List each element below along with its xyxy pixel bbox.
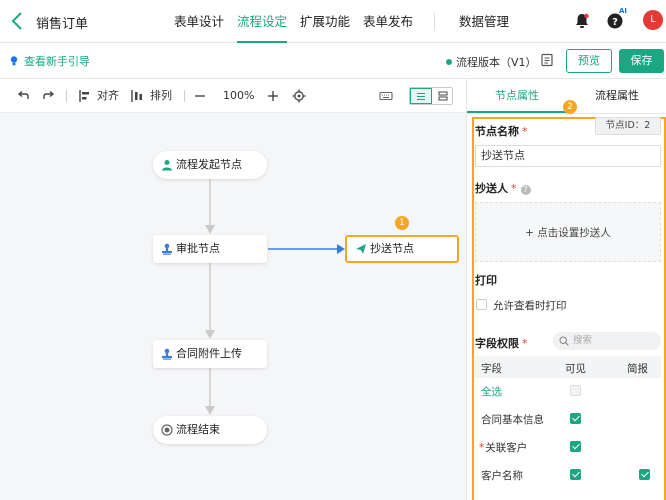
allow-print-label: 允许查看时打印 [493, 300, 567, 312]
list-view-option[interactable] [410, 88, 432, 104]
svg-text:?: ? [612, 17, 618, 28]
node-label: 流程发起节点 [176, 158, 242, 171]
guide-link[interactable]: 查看新手引导 [10, 53, 90, 69]
bell-icon[interactable] [573, 12, 591, 30]
node-id-tag: 节点ID：2 [595, 117, 661, 135]
brief-checkbox[interactable] [639, 469, 650, 480]
app-title: 销售订单 [36, 17, 89, 32]
guide-label: 查看新手引导 [24, 55, 90, 68]
help-icon[interactable]: ? [520, 185, 531, 195]
help-ai-icon[interactable]: ? [606, 12, 624, 30]
back-arrow-icon[interactable] [8, 10, 28, 32]
visible-checkbox[interactable] [570, 441, 581, 452]
grid-view-icon[interactable] [438, 91, 448, 101]
flow-canvas[interactable]: 流程发起节点 审批节点 抄送节点 1 合同附件上传 流程结束 [0, 113, 466, 500]
field-search-input[interactable]: 搜索 [553, 332, 661, 350]
toolbar-separator [184, 90, 185, 102]
flow-connectors [205, 179, 345, 415]
version-label: 流程版本（V1） [456, 56, 537, 69]
visible-checkbox[interactable] [570, 413, 581, 424]
column-header-visible: 可见 [565, 363, 586, 375]
align-icon[interactable] [78, 89, 92, 103]
list-view-icon [417, 93, 425, 100]
canvas-toolbar: 对齐 排列 100% [0, 79, 466, 113]
avatar[interactable]: L [643, 10, 663, 30]
column-header-field: 字段 [481, 363, 502, 375]
node-name-input[interactable]: 抄送节点 [475, 145, 661, 167]
stamp-icon [162, 243, 172, 255]
redo-icon[interactable] [42, 89, 56, 103]
document-icon[interactable] [540, 53, 554, 67]
sub-bar: 查看新手引导 流程版本（V1） 预览 保存 [0, 43, 666, 79]
top-bar: 销售订单 表单设计 流程设定 扩展功能 表单发布 数据管理 ? AI L [0, 0, 666, 43]
send-icon [356, 244, 366, 254]
flow-node-cc[interactable]: 抄送节点 [345, 235, 459, 263]
field-permissions-label: 字段权限* [475, 337, 528, 350]
nav-divider [434, 13, 435, 31]
zoom-out-icon[interactable] [193, 89, 207, 103]
search-placeholder: 搜索 [573, 335, 593, 346]
nav-process-settings[interactable]: 流程设定 [237, 0, 288, 43]
tab-process-properties[interactable]: 流程属性 [595, 89, 639, 102]
end-icon [161, 424, 173, 436]
node-label: 合同附件上传 [176, 347, 242, 360]
keyboard-icon[interactable] [379, 89, 393, 103]
nav-form-design[interactable]: 表单设计 [174, 14, 225, 29]
node-label: 抄送节点 [370, 242, 414, 255]
search-icon [559, 336, 569, 346]
save-button[interactable]: 保存 [619, 49, 664, 73]
locate-icon[interactable] [292, 89, 306, 103]
nav-extensions[interactable]: 扩展功能 [300, 14, 351, 29]
print-label: 打印 [475, 274, 497, 287]
arrange-icon[interactable] [130, 89, 144, 103]
visible-checkbox[interactable] [570, 469, 581, 480]
nav-data-management[interactable]: 数据管理 [459, 14, 510, 29]
zoom-level: 100% [223, 89, 255, 102]
allow-print-checkbox[interactable] [476, 299, 487, 310]
set-cc-recipient-button[interactable]: + 点击设置抄送人 [475, 202, 661, 262]
view-mode-toggle[interactable] [409, 87, 453, 105]
table-row: 合同基本信息 [481, 414, 544, 426]
cc-recipient-label: 抄送人*? [475, 180, 531, 196]
arrange-label[interactable]: 排列 [150, 89, 172, 102]
zoom-in-icon[interactable] [266, 89, 280, 103]
step-badge-2: 2 [563, 100, 577, 114]
properties-panel: 节点属性 流程属性 2 节点名称* 节点ID：2 抄送节点 抄送人*? + 点击… [466, 79, 666, 500]
node-name-label: 节点名称* [475, 125, 528, 138]
tab-node-properties[interactable]: 节点属性 [467, 79, 567, 113]
select-all-visible-checkbox[interactable] [570, 385, 581, 396]
flow-node-approval[interactable]: 审批节点 [153, 235, 267, 263]
stamp-icon [162, 348, 172, 360]
step-badge-1: 1 [395, 216, 409, 230]
table-row: *关联客户 [479, 442, 528, 454]
preview-button[interactable]: 预览 [566, 49, 612, 73]
flow-node-start[interactable]: 流程发起节点 [153, 151, 267, 179]
bulb-icon [10, 56, 18, 66]
select-all-link[interactable]: 全选 [481, 386, 502, 398]
process-version[interactable]: 流程版本（V1） [446, 54, 537, 70]
align-label[interactable]: 对齐 [97, 89, 119, 102]
toolbar-separator [66, 90, 67, 102]
undo-icon[interactable] [16, 89, 30, 103]
ai-badge: AI [619, 7, 628, 15]
highlight-frame [472, 117, 666, 500]
nav-form-publish[interactable]: 表单发布 [363, 14, 414, 29]
flow-node-contract-upload[interactable]: 合同附件上传 [153, 340, 267, 368]
node-label: 流程结束 [176, 423, 220, 436]
column-header-brief: 简报 [627, 363, 648, 375]
user-icon [162, 160, 172, 171]
version-status-dot [446, 59, 452, 65]
field-table-header: 字段 可见 简报 [475, 356, 661, 378]
node-label: 审批节点 [176, 242, 220, 255]
flow-node-end[interactable]: 流程结束 [153, 416, 267, 444]
table-row: 客户名称 [481, 470, 523, 482]
